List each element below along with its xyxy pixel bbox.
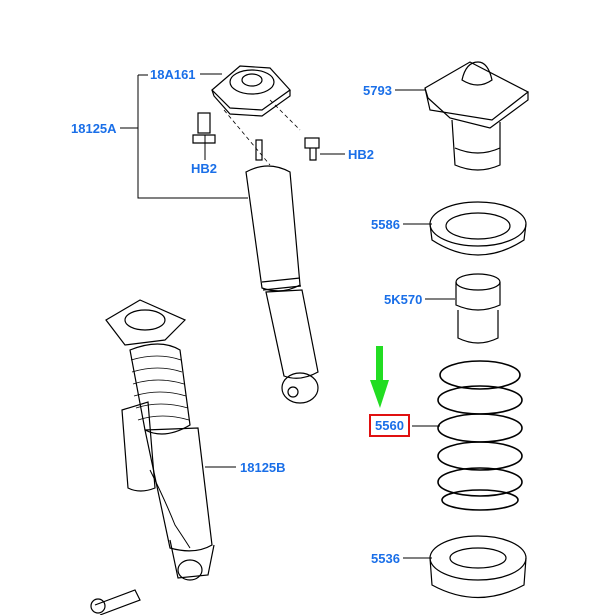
label-5560-highlighted[interactable]: 5560 (369, 414, 410, 437)
label-hb2-left[interactable]: HB2 (191, 161, 218, 176)
label-18A161[interactable]: 18A161 (150, 67, 196, 82)
label-hb2-right[interactable]: HB2 (348, 147, 375, 162)
leader-lines (120, 73, 455, 559)
label-5586[interactable]: 5586 (371, 217, 400, 232)
label-5536[interactable]: 5536 (371, 551, 400, 566)
label-18125A[interactable]: 18125A (71, 121, 117, 136)
bolts-drawing (192, 99, 320, 166)
label-5793[interactable]: 5793 (363, 83, 392, 98)
lower-spring-seat-drawing (429, 535, 527, 598)
bump-stop-drawing (455, 273, 501, 344)
label-5K570[interactable]: 5K570 (384, 292, 423, 307)
shock-absorber-a-drawing (245, 165, 319, 404)
upper-spring-seat-drawing (429, 201, 527, 256)
label-18125B[interactable]: 18125B (240, 460, 286, 475)
bump-stop-cap-drawing (424, 61, 530, 171)
top-mount-drawing (211, 65, 291, 117)
shock-absorber-b-drawing (90, 299, 215, 615)
coil-spring-drawing (437, 360, 523, 511)
green-arrow-icon (370, 346, 389, 408)
